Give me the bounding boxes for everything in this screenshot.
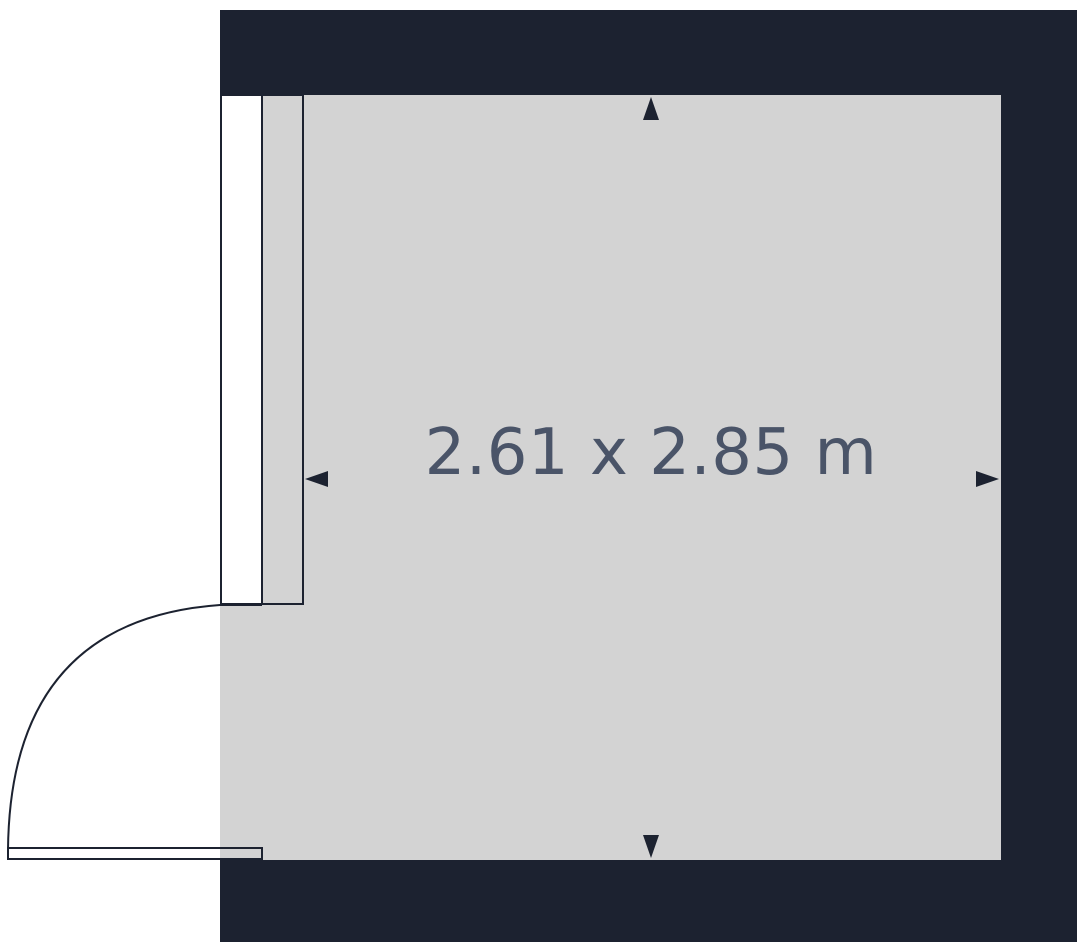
arrow-up-icon: [643, 97, 659, 120]
arrow-left-icon: [305, 471, 328, 487]
window-opening: [220, 94, 263, 605]
door-swing-arc: [7, 604, 262, 851]
wardrobe: [261, 94, 304, 605]
door-leaf-inner: [220, 849, 261, 858]
door-swing-area: [8, 605, 220, 850]
room-floor: [220, 95, 1001, 860]
room-dimension-label: 2.61 x 2.85 m: [425, 416, 878, 490]
arrow-down-icon: [643, 835, 659, 858]
door-leaf: [7, 847, 263, 860]
arrow-right-icon: [976, 471, 999, 487]
